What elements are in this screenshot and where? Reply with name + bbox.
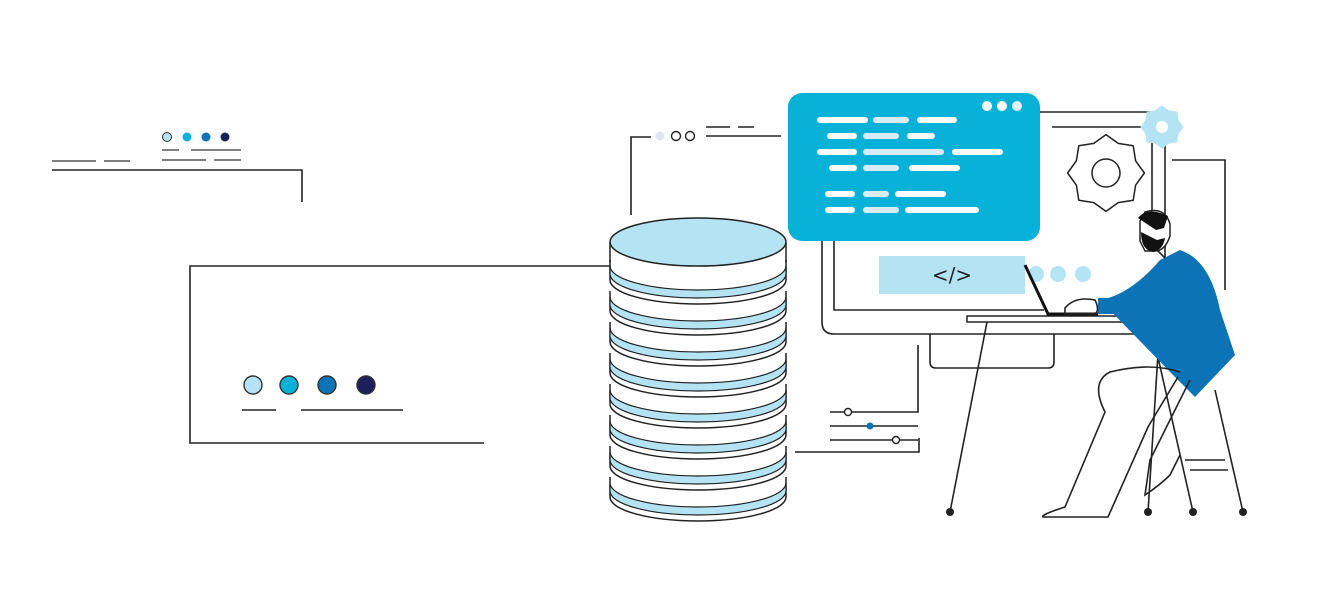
database-icon bbox=[609, 217, 787, 522]
legend-dot-light-blue bbox=[162, 132, 172, 142]
database-disk bbox=[609, 446, 787, 491]
legend-dot-navy bbox=[356, 375, 376, 395]
database-disk bbox=[609, 291, 787, 336]
legend-dot-navy bbox=[220, 132, 230, 142]
code-tag-label: </> bbox=[932, 263, 972, 287]
monitor: </> bbox=[821, 111, 1226, 369]
person bbox=[1041, 209, 1235, 518]
code-lines bbox=[817, 117, 1003, 213]
database-disk bbox=[609, 260, 787, 305]
top-left-legend-panel bbox=[52, 132, 303, 202]
database-disk bbox=[609, 353, 787, 398]
code-tag-box bbox=[879, 256, 1025, 294]
database-disk bbox=[609, 384, 787, 429]
database-disk bbox=[609, 415, 787, 460]
left-legend-panel bbox=[189, 265, 612, 444]
small-gear-icon bbox=[1140, 105, 1184, 149]
database-disk bbox=[609, 477, 787, 522]
legend-dot-blue bbox=[317, 375, 337, 395]
database-top bbox=[609, 217, 787, 267]
database-connectors bbox=[630, 126, 920, 453]
code-window bbox=[788, 93, 1040, 241]
legend-dot-blue bbox=[201, 132, 211, 142]
legend-dot-cyan bbox=[279, 375, 299, 395]
legend-dot-light-blue bbox=[243, 375, 263, 395]
legend-dot-cyan bbox=[182, 132, 192, 142]
gear-icon bbox=[1066, 133, 1146, 213]
database-disk bbox=[609, 322, 787, 367]
